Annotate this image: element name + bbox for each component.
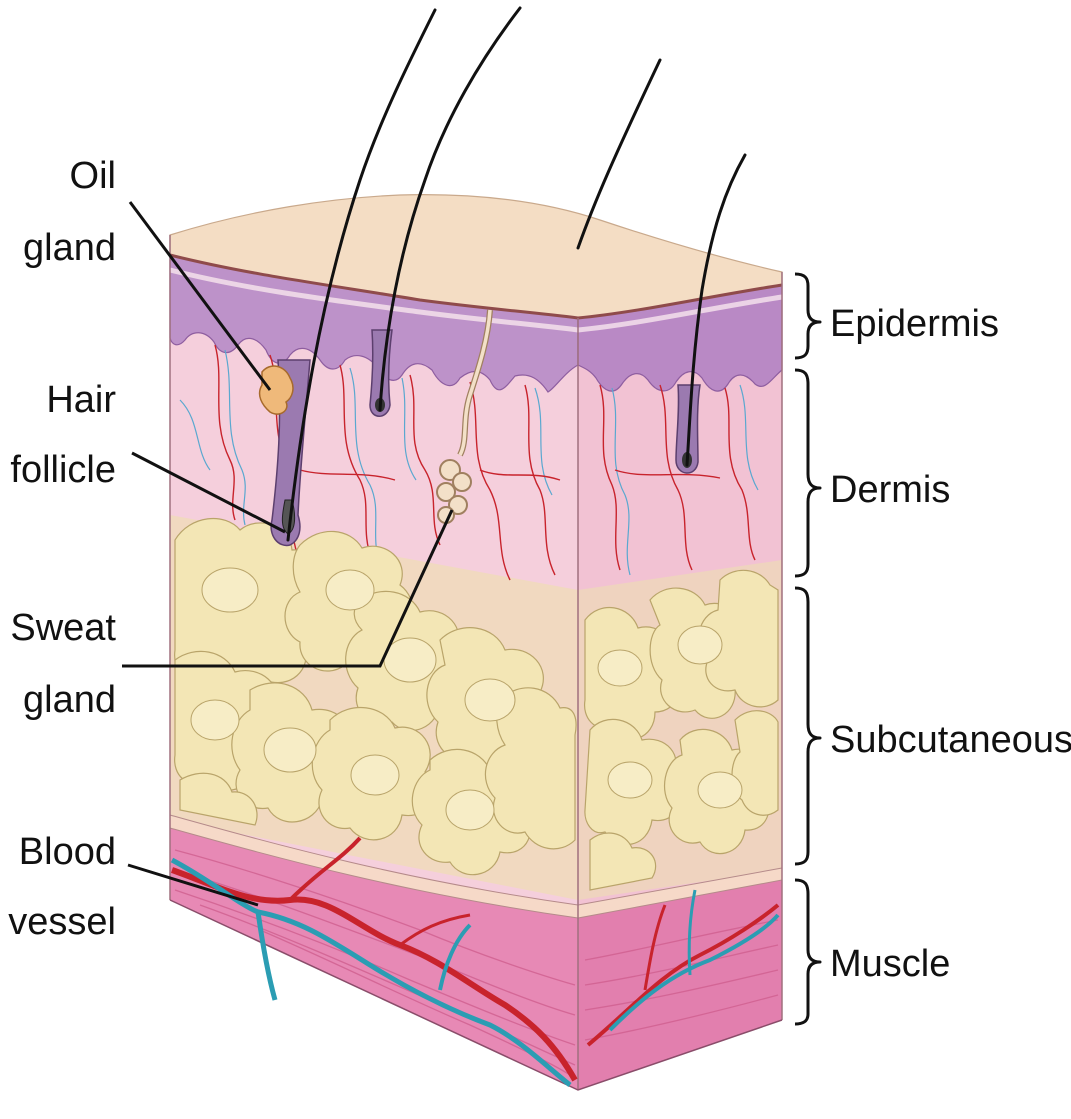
epidermis-brace [795,274,820,358]
subcutaneous-label: Subcutaneous [830,719,1071,761]
skin-block [170,8,782,1090]
hair-follicle-label-line2: follicle [10,449,116,491]
blood-vessel-label-line1: Blood [19,831,116,873]
oil-gland-label-line1: Oil [70,155,116,197]
sweat-gland-label-line1: Sweat [10,607,116,649]
dermis-label: Dermis [830,469,950,511]
hair-follicle-label-line1: Hair [46,379,116,421]
oil-gland-label-line2: gland [23,227,116,269]
structure-labels: Oil gland Hair follicle Sweat gland Bloo… [8,155,116,943]
epidermis-label: Epidermis [830,303,999,345]
blood-vessel-label-line2: vessel [8,901,116,943]
muscle-brace [795,880,820,1024]
sweat-gland-label-line2: gland [23,679,116,721]
layer-labels: Epidermis Dermis Subcutaneous Muscle [830,303,1071,985]
muscle-label: Muscle [830,943,950,985]
layer-braces [795,274,820,1024]
subcutaneous-brace [795,588,820,864]
dermis-brace [795,370,820,576]
